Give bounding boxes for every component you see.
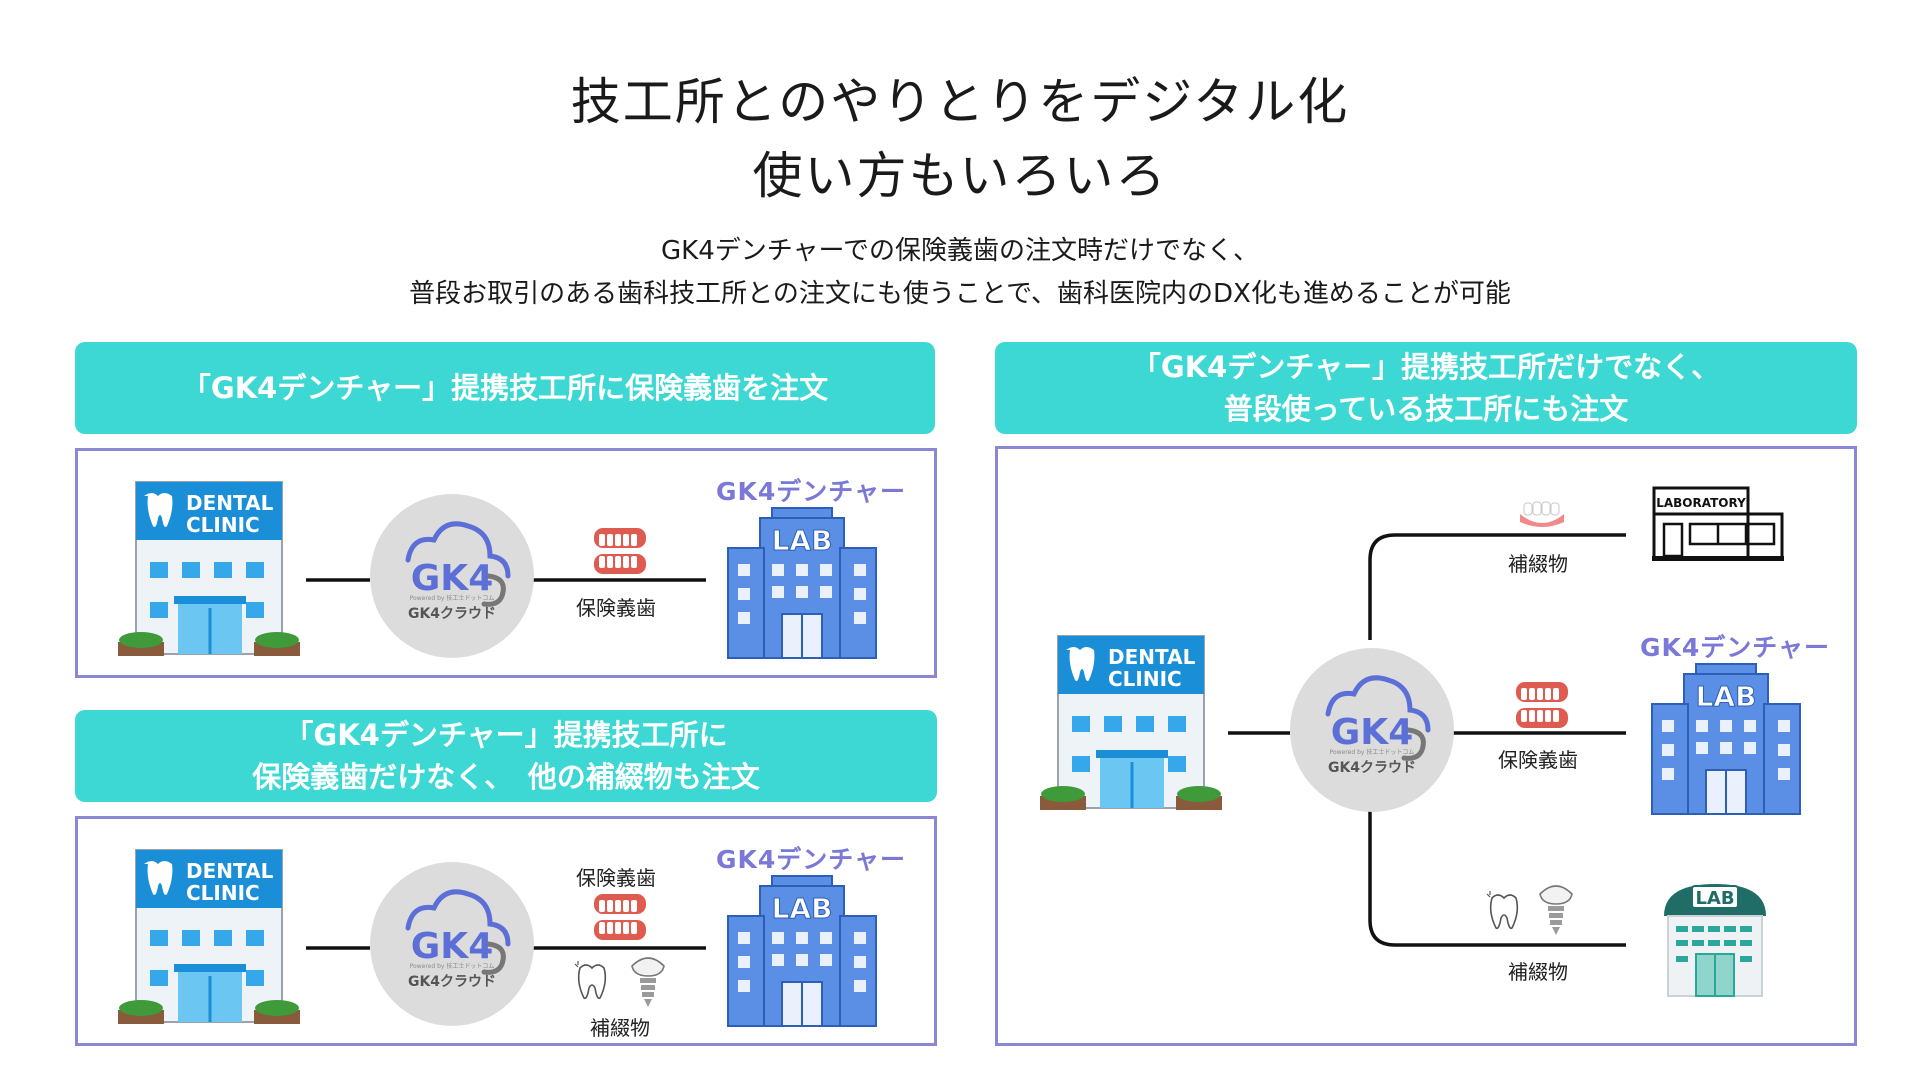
cloud-logo-text: GK4 xyxy=(1331,712,1414,753)
gk4-denture-brand: GK4デンチャー xyxy=(716,845,907,874)
denture-icon xyxy=(594,894,646,940)
panel2-banner-line1: 「GK4デンチャー」提携技工所に xyxy=(284,718,728,752)
cloud-tagline: Powered by 技工士ドットコム xyxy=(1330,748,1415,756)
cloud-tagline: Powered by 技工士ドットコム xyxy=(410,962,495,970)
lab-building: LAB xyxy=(727,875,877,1027)
crown-tooth-icon xyxy=(574,961,607,1000)
cloud-logo-text: GK4 xyxy=(411,558,494,599)
gk4-cloud-badge: GK4 Powered by 技工士ドットコム GK4クラウド xyxy=(370,862,534,1026)
implant-icon xyxy=(631,957,665,1007)
tooth-icon xyxy=(144,861,173,895)
teal-lab-building: LAB xyxy=(1664,884,1766,997)
panel2-item-label-bottom: 補綴物 xyxy=(590,1016,650,1040)
dental-clinic-building: DENTAL CLINIC xyxy=(118,849,300,1024)
lab-sign: LAB xyxy=(772,524,833,557)
panel3-branch-top-label: 補綴物 xyxy=(1508,552,1568,576)
panel1-banner: 「GK4デンチャー」提携技工所に保険義歯を注文 xyxy=(75,342,935,434)
clinic-sign-line1: DENTAL xyxy=(186,859,274,883)
cloud-icon xyxy=(405,521,511,579)
teal-lab-sign: LAB xyxy=(1695,888,1734,909)
tooth-icon xyxy=(144,493,173,527)
panel3-banner-line2: 普段使っている技工所にも注文 xyxy=(1223,392,1629,426)
subtitle-line2: 普段お取引のある歯科技工所との注文にも使うことで、歯科医院内のDX化も進めること… xyxy=(409,279,1511,309)
laboratory-sign: LABORATORY xyxy=(1656,496,1746,510)
gk4-denture-brand: GK4デンチャー xyxy=(1640,633,1831,662)
panel3-banner-line1: 「GK4デンチャー」提携技工所だけでなく、 xyxy=(1131,350,1721,384)
clinic-sign-line1: DENTAL xyxy=(1108,645,1196,669)
gk4-cloud-badge: GK4 Powered by 技工士ドットコム GK4クラウド xyxy=(1290,648,1454,812)
subtitle-line1: GK4デンチャーでの保険義歯の注文時だけでなく、 xyxy=(661,236,1259,266)
page-title-line1: 技工所とのやりとりをデジタル化 xyxy=(570,73,1350,131)
gk4-denture-brand: GK4デンチャー xyxy=(716,477,907,506)
cloud-icon xyxy=(405,889,511,947)
dental-clinic-building: DENTAL CLINIC xyxy=(118,481,300,656)
panel2-item-label-top: 保険義歯 xyxy=(576,866,656,890)
implant-icon xyxy=(1539,885,1573,935)
laboratory-building: LABORATORY xyxy=(1652,486,1784,561)
panel3-banner: 「GK4デンチャー」提携技工所だけでなく、 普段使っている技工所にも注文 xyxy=(995,342,1857,434)
denture-icon xyxy=(1516,682,1568,728)
panel2-banner-line2: 保険義歯だけなく、 他の補綴物も注文 xyxy=(252,760,760,794)
clinic-sign-line1: DENTAL xyxy=(186,491,274,515)
cloud-logo-text: GK4 xyxy=(411,926,494,967)
panel1-item-label: 保険義歯 xyxy=(576,596,656,620)
tooth-icon xyxy=(1066,647,1095,681)
cloud-icon xyxy=(1325,675,1431,733)
gk4-cloud-badge: GK4 Powered by 技工士ドットコム GK4クラウド xyxy=(370,494,534,658)
lab-sign: LAB xyxy=(1696,680,1757,713)
cloud-caption: GK4クラウド xyxy=(408,606,496,622)
panel1-banner-text: 「GK4デンチャー」提携技工所に保険義歯を注文 xyxy=(181,371,829,405)
page-title-line2: 使い方もいろいろ xyxy=(752,147,1168,205)
panel3-branch-bottom-label: 補綴物 xyxy=(1508,960,1568,984)
gum-crown-icon xyxy=(1520,501,1564,527)
cloud-caption: GK4クラウド xyxy=(408,974,496,990)
dental-clinic-building: DENTAL CLINIC xyxy=(1040,635,1222,810)
panel3-branch-mid-label: 保険義歯 xyxy=(1498,748,1578,772)
lab-sign: LAB xyxy=(772,892,833,925)
clinic-sign-line2: CLINIC xyxy=(1108,667,1182,691)
crown-tooth-icon xyxy=(1486,891,1519,930)
cloud-caption: GK4クラウド xyxy=(1328,760,1416,776)
clinic-sign-line2: CLINIC xyxy=(186,881,260,905)
cloud-tagline: Powered by 技工士ドットコム xyxy=(410,594,495,602)
lab-building: LAB xyxy=(727,507,877,659)
lab-building: LAB xyxy=(1651,663,1801,815)
clinic-sign-line2: CLINIC xyxy=(186,513,260,537)
panel2-banner: 「GK4デンチャー」提携技工所に 保険義歯だけなく、 他の補綴物も注文 xyxy=(75,710,937,802)
denture-icon xyxy=(594,528,646,574)
